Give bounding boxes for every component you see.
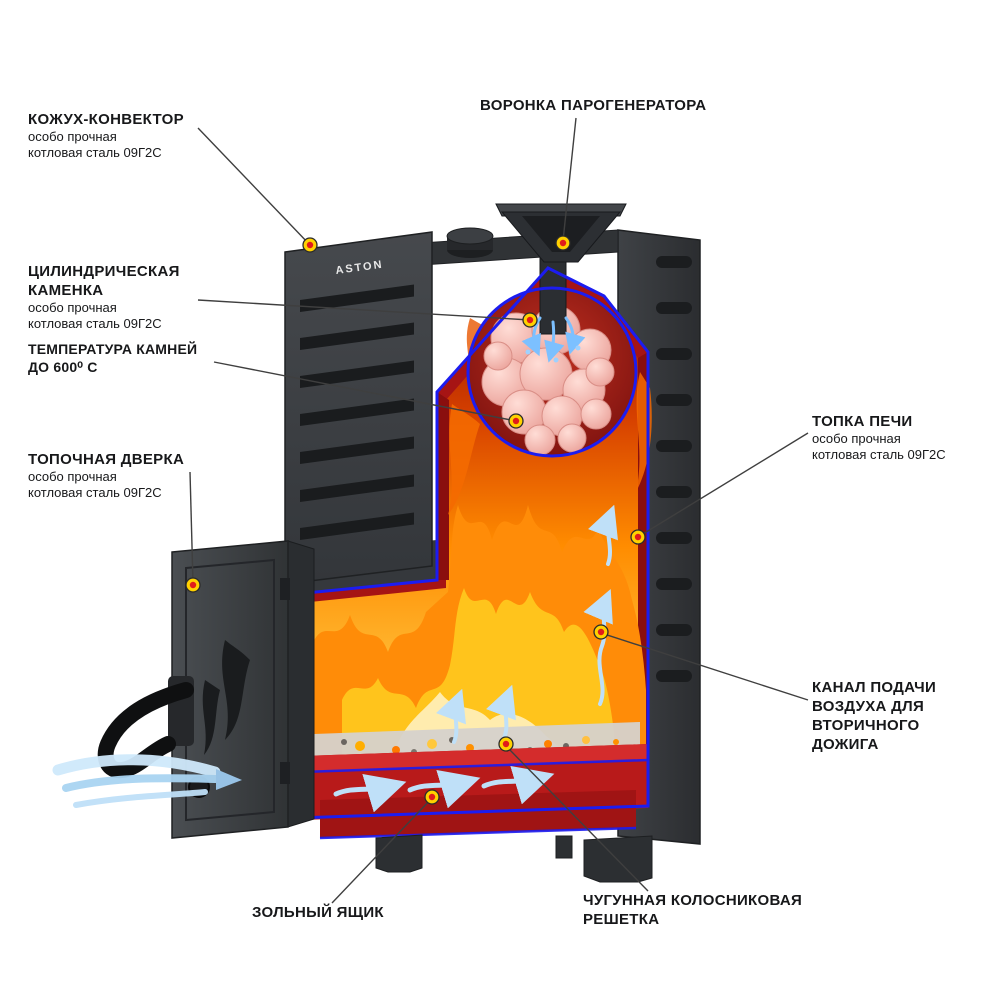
label-firebox-title: ТОПКА ПЕЧИ <box>812 413 913 430</box>
leader-line-ash-box <box>331 797 433 904</box>
callout-marker-temperature <box>508 413 524 429</box>
leader-line-funnel <box>562 117 577 242</box>
callout-marker-ash-box <box>424 789 440 805</box>
label-temperature: ТЕМПЕРАТУРА КАМНЕЙ ДО 600⁰ С <box>28 340 197 376</box>
cutaway-interior <box>294 257 652 840</box>
label-air-channel-line4: ДОЖИГА <box>812 736 879 753</box>
label-firebox-sub2: котловая сталь 09Г2С <box>812 447 946 462</box>
firebox-door <box>97 540 315 839</box>
callout-marker-door <box>185 577 201 593</box>
label-temperature-line2: ДО 600⁰ С <box>28 359 98 375</box>
leader-line-grate <box>505 745 649 892</box>
steam-outlet-pipe <box>446 227 494 258</box>
callout-marker-air-channel <box>593 624 609 640</box>
label-door: ТОПОЧНАЯ ДВЕРКА особо прочная котловая с… <box>28 450 184 501</box>
label-cover: КОЖУХ-КОНВЕКТОР особо прочная котловая с… <box>28 110 184 161</box>
leader-line-door <box>189 471 194 584</box>
label-kamenka-title1: ЦИЛИНДРИЧЕСКАЯ <box>28 263 180 280</box>
leader-line-air-channel <box>600 632 809 701</box>
callout-marker-funnel <box>555 235 571 251</box>
label-firebox-sub1: особо прочная <box>812 431 901 446</box>
stove-legs <box>375 834 653 883</box>
air-flow-arrows <box>52 754 242 808</box>
leader-line-firebox <box>637 432 809 538</box>
label-air-channel-line1: КАНАЛ ПОДАЧИ <box>812 679 937 696</box>
label-door-sub1: особо прочная <box>28 469 117 484</box>
label-kamenka-sub2: котловая сталь 09Г2С <box>28 316 162 331</box>
label-grate-line1: ЧУГУННАЯ КОЛОСНИКОВАЯ <box>583 892 803 909</box>
steam-funnel <box>495 203 627 263</box>
label-air-channel-line2: ВОЗДУХА ДЛЯ <box>812 698 925 715</box>
door-flame-cutout <box>202 640 250 755</box>
callout-marker-firebox <box>630 529 646 545</box>
secondary-air-arrows <box>436 504 618 744</box>
label-door-title: ТОПОЧНАЯ ДВЕРКА <box>28 451 185 468</box>
label-cover-title: КОЖУХ-КОНВЕКТОР <box>28 111 184 128</box>
label-firebox: ТОПКА ПЕЧИ особо прочная котловая сталь … <box>812 412 946 463</box>
label-cover-sub2: котловая сталь 09Г2С <box>28 145 162 160</box>
ash-air-arrows <box>333 766 555 813</box>
label-ash-box: ЗОЛЬНЫЙ ЯЩИК <box>252 903 384 922</box>
ash-shelf <box>302 744 648 838</box>
callout-marker-grate <box>498 736 514 752</box>
label-cover-sub1: особо прочная <box>28 129 117 144</box>
label-funnel: ВОРОНКА ПАРОГЕНЕРАТОРА <box>480 96 706 115</box>
label-ash-box-title: ЗОЛЬНЫЙ ЯЩИК <box>252 904 384 921</box>
label-grate-line2: РЕШЕТКА <box>583 911 660 928</box>
label-grate: ЧУГУННАЯ КОЛОСНИКОВАЯ РЕШЕТКА <box>583 891 802 929</box>
callout-markers <box>185 235 646 805</box>
convector-panel-left: ASTON <box>284 231 433 585</box>
label-air-channel: КАНАЛ ПОДАЧИ ВОЗДУХА ДЛЯ ВТОРИЧНОГО ДОЖИ… <box>812 678 936 754</box>
water-drips <box>521 316 586 363</box>
label-kamenka-sub1: особо прочная <box>28 300 117 315</box>
callout-marker-kamenka <box>522 312 538 328</box>
stone-chamber <box>466 257 638 458</box>
callout-marker-cover <box>302 237 318 253</box>
label-temperature-line1: ТЕМПЕРАТУРА КАМНЕЙ <box>28 341 198 357</box>
water-splash <box>525 345 581 363</box>
label-kamenka-title2: КАМЕНКА <box>28 282 104 299</box>
label-funnel-title: ВОРОНКА ПАРОГЕНЕРАТОРА <box>480 97 707 114</box>
label-kamenka: ЦИЛИНДРИЧЕСКАЯ КАМЕНКА особо прочная кот… <box>28 262 180 332</box>
leader-lines <box>189 117 809 904</box>
leader-line-cover <box>197 127 311 246</box>
leader-line-temperature <box>213 361 517 422</box>
label-air-channel-line3: ВТОРИЧНОГО <box>812 717 920 734</box>
label-door-sub2: котловая сталь 09Г2С <box>28 485 162 500</box>
leader-line-kamenka <box>197 299 531 321</box>
